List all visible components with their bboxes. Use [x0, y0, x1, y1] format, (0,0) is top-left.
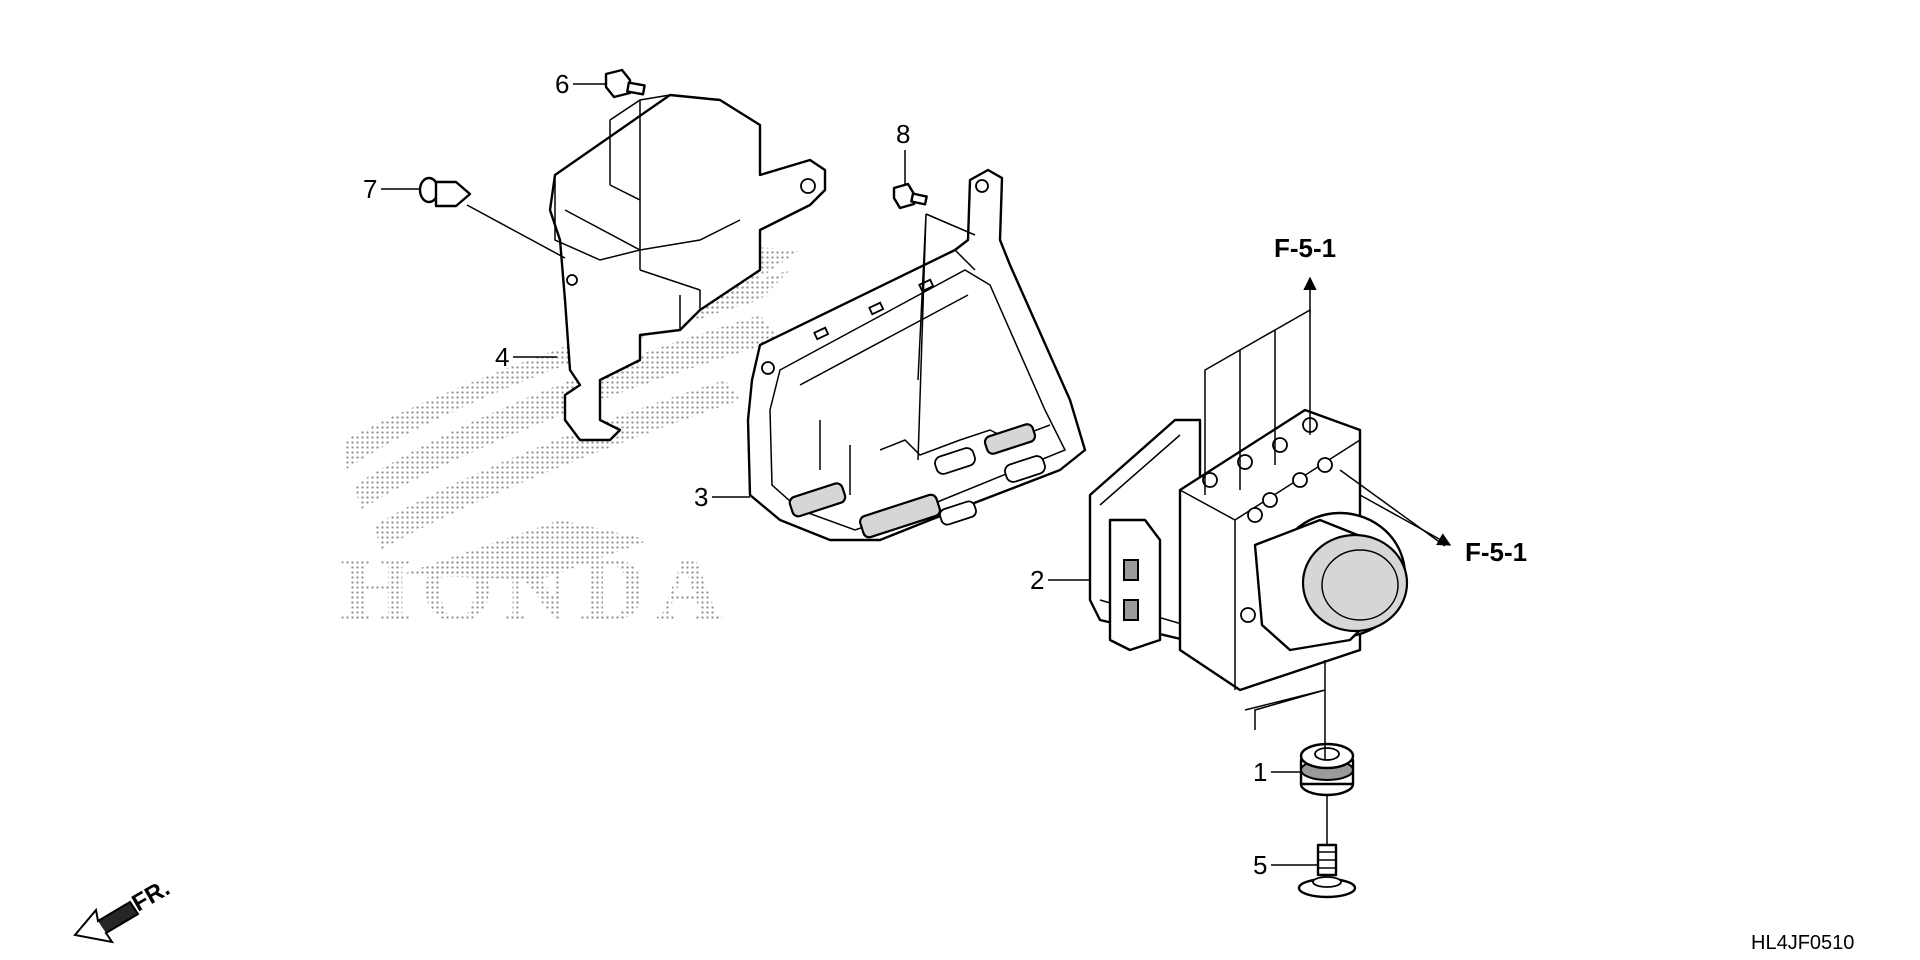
reference-label-top: F-5-1: [1274, 233, 1336, 263]
reference-label-right: F-5-1: [1465, 537, 1527, 567]
callout-4: 4: [495, 342, 509, 372]
part-8-bolt: [892, 182, 928, 210]
callouts: 6 7 8 4 3 2 1 5: [363, 69, 1318, 880]
callout-5: 5: [1253, 850, 1267, 880]
honda-watermark-text: HONDA: [340, 538, 732, 640]
reference-arrows: [1303, 276, 1452, 546]
diagram-code: HL4JF0510: [1751, 932, 1854, 954]
part-7-clip: [418, 176, 472, 208]
callout-7: 7: [363, 174, 377, 204]
part-2-abs-modulator: [1088, 408, 1409, 692]
reference-arrow-right: [1359, 494, 1452, 546]
part-1-grommet: [1299, 742, 1355, 797]
callout-1: 1: [1253, 757, 1267, 787]
callout-8: 8: [896, 119, 910, 149]
part-5-bolt: [1297, 843, 1357, 899]
callout-2: 2: [1030, 565, 1044, 595]
callout-6: 6: [555, 69, 569, 99]
part-4-cover: [548, 93, 827, 442]
part-3-bracket: [746, 168, 1087, 542]
callout-3: 3: [694, 482, 708, 512]
part-6-bolt: [604, 68, 646, 99]
front-direction-indicator: FR.: [73, 874, 174, 944]
